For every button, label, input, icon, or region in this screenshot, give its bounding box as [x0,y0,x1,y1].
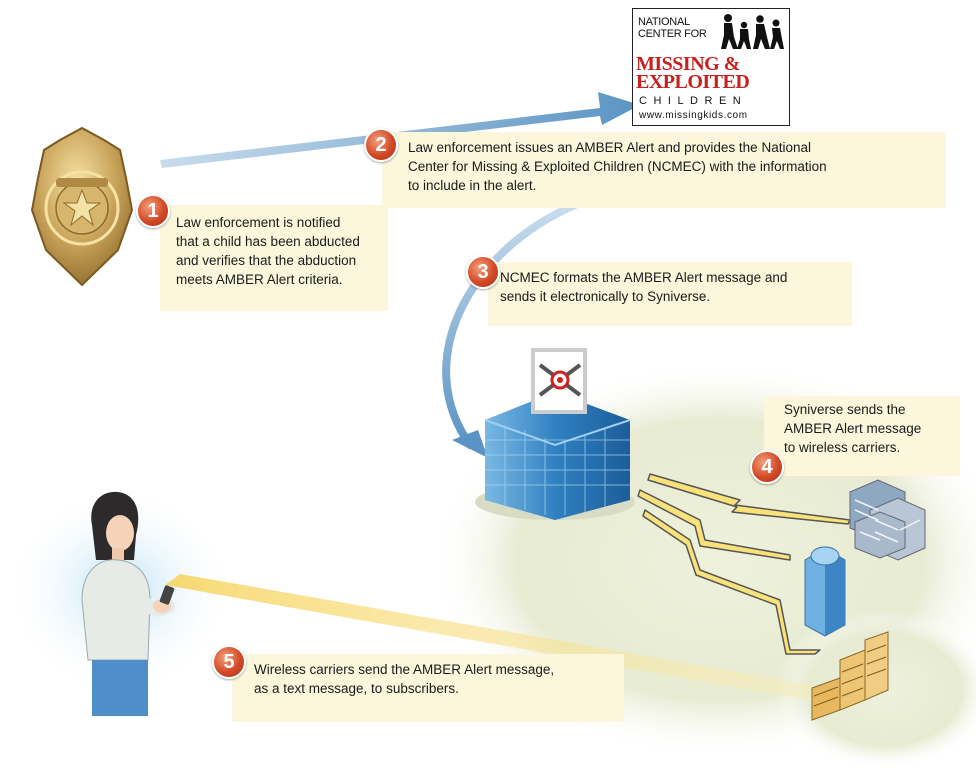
logo-url: www.missingkids.com [639,110,748,121]
beam [165,574,840,705]
step-5-badge: 5 [212,645,246,679]
arrow-to-syniverse [442,201,579,449]
step-1-badge: 1 [136,194,170,228]
step-3-badge: 3 [466,255,500,289]
family-silhouette-icon [721,14,784,49]
police-badge-icon [30,126,134,287]
step-2-note: Law enforcement issues an AMBER Alert an… [382,132,946,208]
ncmec-logo: NATIONAL CENTER FOR MISSING & EXPLOITED … [632,8,790,126]
logo-line-center-for: CENTER FOR [638,28,707,40]
step-1-note: Law enforcement is notified that a child… [160,205,388,311]
step-5-text: Wireless carriers send the AMBER Alert m… [254,662,555,696]
step-2-text: Law enforcement issues an AMBER Alert an… [408,140,827,193]
logo-line-children: CHILDREN [639,95,748,107]
lightning-signal-icon [637,473,851,655]
carrier-building-icon [804,479,926,721]
step-4-badge: 4 [750,450,784,484]
syniverse-building-icon [475,348,635,520]
arrow-head-syniverse [452,430,488,458]
logo-line-exploited: EXPLOITED [636,71,750,93]
step-1-text: Law enforcement is notified that a child… [176,215,360,287]
logo-line-missing: MISSING & [636,53,740,75]
step-3-text: NCMEC formats the AMBER Alert message an… [500,270,788,304]
step-2-badge: 2 [364,128,398,162]
woman-with-phone-icon [81,491,175,716]
step-5-note: Wireless carriers send the AMBER Alert m… [232,654,624,722]
step-3-note: NCMEC formats the AMBER Alert message an… [488,262,852,326]
step-4-text: Syniverse sends the AMBER Alert message … [784,402,922,455]
arrow-to-ncmec [160,92,640,168]
step-4-note: Syniverse sends the AMBER Alert message … [764,396,960,476]
logo-line-national: NATIONAL [638,16,690,28]
